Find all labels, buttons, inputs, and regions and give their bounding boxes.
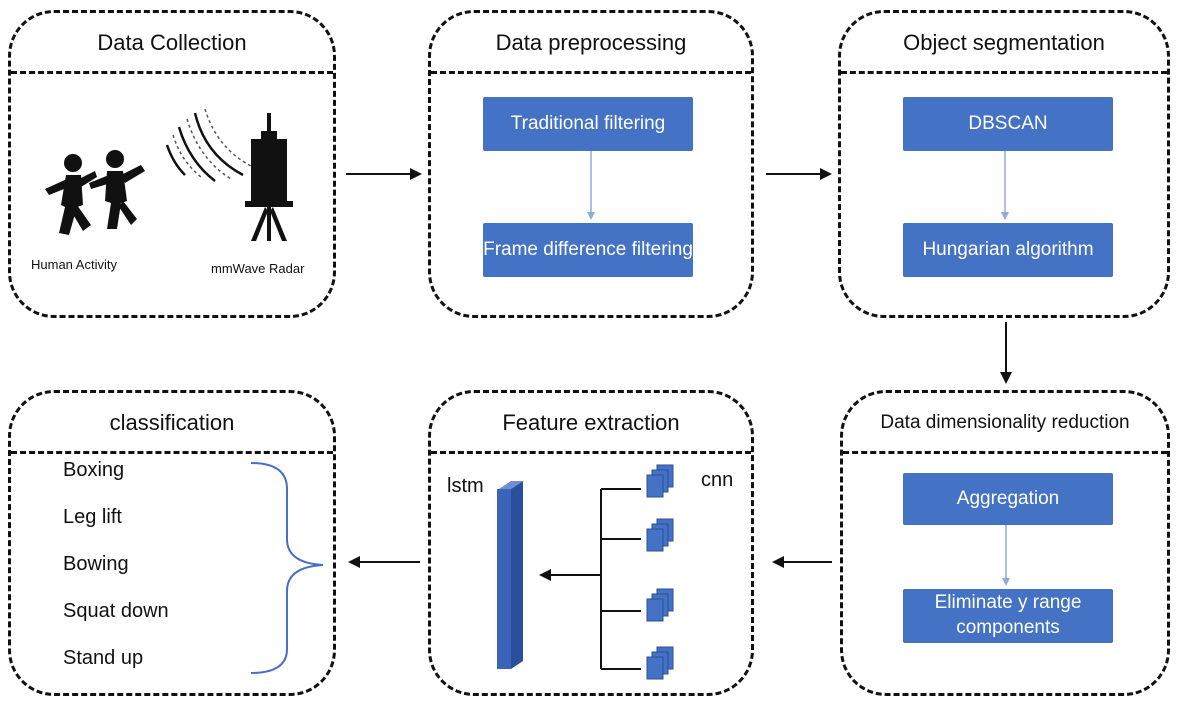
- feature-extraction-graphic: [497, 464, 674, 680]
- lstm-label: lstm: [447, 475, 484, 497]
- cnn-stack-icon-1: [646, 464, 674, 498]
- data-preprocessing-title: Data preprocessing: [495, 30, 687, 55]
- lstm-layer-icon: [497, 481, 523, 669]
- data-reduction-title: Data dimensionality reduction: [880, 412, 1130, 433]
- cnn-stack-icon-4: [646, 646, 674, 680]
- object-segmentation-panel: Object segmentation DBSCAN Hungarian alg…: [838, 10, 1170, 318]
- flow-arrows: [346, 173, 1007, 563]
- traditional-filtering-box: Traditional filtering: [483, 97, 693, 151]
- class-item-boxing: Boxing: [63, 459, 125, 481]
- mmwave-radar-label: mmWave Radar: [211, 261, 305, 276]
- panel-divider: [843, 451, 1167, 454]
- frame-difference-filtering-box: Frame difference filtering: [483, 223, 693, 277]
- object-segmentation-title: Object segmentation: [903, 30, 1105, 55]
- panel-divider: [11, 71, 333, 74]
- data-collection-title: Data Collection: [97, 30, 247, 55]
- cnn-label: cnn: [701, 469, 734, 491]
- data-collection-panel: Data Collection: [8, 10, 336, 318]
- class-item-bowing: Bowing: [63, 553, 129, 575]
- class-item-stand-up: Stand up: [63, 647, 144, 669]
- aggregation-box: Aggregation: [903, 473, 1113, 525]
- panel-divider: [431, 71, 751, 74]
- feature-extraction-panel: Feature extraction lstm cnn: [428, 390, 754, 696]
- panel-divider: [841, 71, 1167, 74]
- human-activity-icon: [45, 150, 145, 235]
- cnn-stack-icon-3: [646, 588, 674, 622]
- data-reduction-panel: Data dimensionality reduction Aggregatio…: [840, 390, 1170, 696]
- class-item-squat-down: Squat down: [63, 600, 169, 622]
- mmwave-radar-icon: [245, 113, 293, 241]
- hungarian-algorithm-box: Hungarian algorithm: [903, 223, 1113, 277]
- cnn-stack-icon-2: [646, 518, 674, 552]
- feature-extraction-title: Feature extraction: [502, 410, 680, 435]
- panel-divider: [11, 451, 333, 454]
- class-brace: [250, 462, 324, 674]
- classification-title: classification: [109, 410, 235, 435]
- dbscan-box: DBSCAN: [903, 97, 1113, 151]
- eliminate-y-range-box: Eliminate y range components: [903, 589, 1113, 643]
- radar-wave-icon: [165, 108, 254, 182]
- human-activity-label: Human Activity: [31, 257, 117, 272]
- inner-connectors: [590, 151, 1007, 580]
- class-item-leg-lift: Leg lift: [63, 506, 122, 528]
- panel-divider: [431, 451, 751, 454]
- classification-panel: classification Boxing Leg lift Bowing Sq…: [8, 390, 336, 696]
